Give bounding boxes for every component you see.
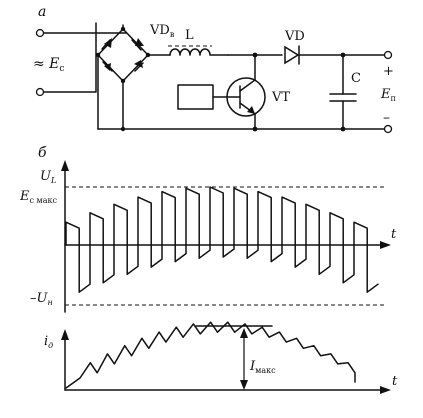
inductor-voltage-waveform — [65, 186, 379, 293]
panel-a-label: а — [38, 4, 46, 20]
plus-sign: + — [383, 64, 394, 79]
emax-label: Eс макс — [19, 189, 58, 205]
waveform-diagram: б UL Eс макс –Uн t iд t Iмакс — [19, 145, 398, 394]
circuit-diagram: а ≈ Eс VDв L — [33, 4, 396, 134]
input-terminal-bottom — [35, 87, 45, 97]
rectifier-label: VDв — [149, 23, 175, 39]
panel-b-label: б — [38, 145, 47, 161]
diode-label: VD — [284, 29, 305, 44]
transistor — [212, 54, 266, 130]
input-wires — [43, 22, 127, 93]
ul-label: UL — [40, 169, 56, 185]
rectifier-bridge — [95, 26, 151, 84]
neg-un-label: –Uн — [30, 291, 53, 307]
control-block — [177, 84, 214, 110]
inductor-label: L — [185, 28, 194, 43]
output-terminal-minus — [383, 124, 393, 134]
output-diode — [284, 45, 386, 65]
input-terminal-top — [35, 28, 45, 38]
imax-label: Iмакс — [249, 359, 276, 375]
bridge-wires — [97, 24, 171, 130]
inductor — [168, 45, 229, 56]
transistor-label: VT — [271, 90, 290, 105]
capacitor-label: C — [351, 71, 361, 86]
output-label: Eп — [380, 87, 396, 103]
output-terminal-plus — [383, 50, 393, 60]
minus-sign: – — [383, 110, 390, 126]
id-label: iд — [44, 334, 53, 350]
t-label-1: t — [391, 227, 397, 242]
source-label: ≈ Eс — [33, 56, 64, 74]
diode-current-waveform — [65, 321, 356, 389]
capacitor — [329, 52, 357, 132]
t-label-2: t — [392, 374, 398, 389]
